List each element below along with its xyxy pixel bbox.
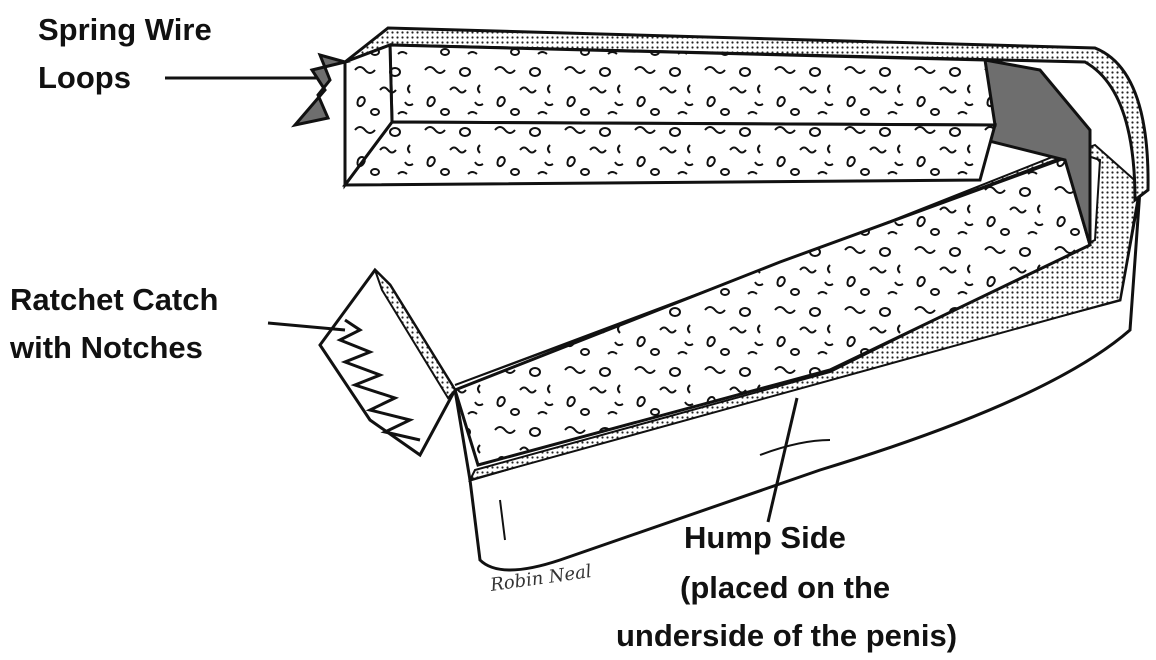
top-foam-side-face — [343, 42, 394, 190]
ratchet-label-1: Ratchet Catch — [10, 282, 219, 317]
hump-side-band — [468, 189, 1142, 572]
hump-label-2: (placed on the — [680, 570, 891, 605]
spring-wire-loops — [290, 52, 351, 128]
spring-wire-label-2: Loops — [38, 60, 131, 95]
hump-label-3: underside of the penis) — [616, 618, 958, 653]
hump-leader — [766, 397, 799, 523]
lower-strip-rim — [454, 143, 1142, 482]
top-foam-front-face — [341, 120, 997, 187]
ratchet-leader — [267, 321, 346, 332]
spring-wire-label-1: Spring Wire — [38, 12, 212, 47]
ratchet-notches — [336, 318, 421, 442]
top-foam-top-face — [388, 43, 997, 127]
ratchet-label-2: with Notches — [10, 330, 203, 365]
hump-label-1: Hump Side — [684, 520, 846, 555]
